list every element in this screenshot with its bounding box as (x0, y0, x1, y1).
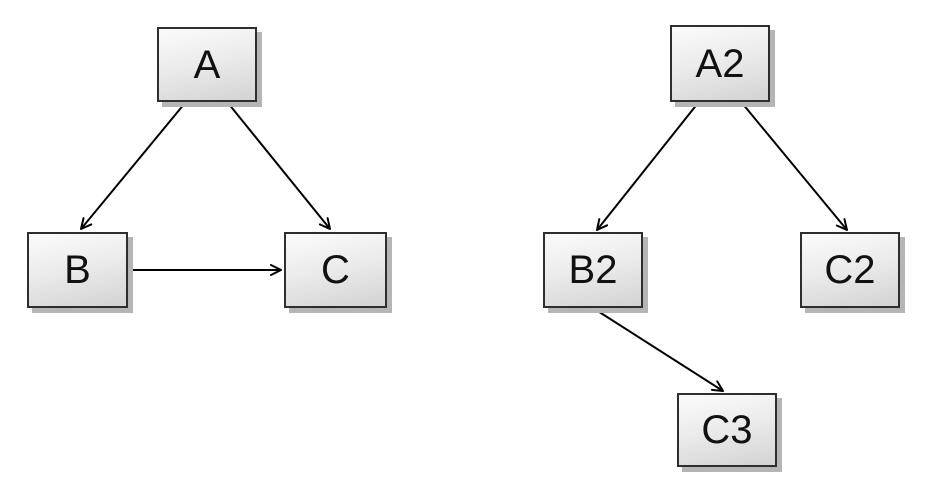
node-A2[interactable]: A2 (670, 25, 770, 102)
edge-A2-to-C2[interactable] (741, 102, 848, 231)
node-C3[interactable]: C3 (677, 393, 777, 467)
edge-A-to-C[interactable] (227, 102, 331, 230)
node-B[interactable]: B (27, 232, 128, 308)
node-label: C3 (701, 408, 753, 452)
node-label: A (193, 42, 221, 87)
edge-A-to-B[interactable] (80, 102, 186, 230)
node-label: B (64, 248, 91, 292)
node-B2[interactable]: B2 (543, 232, 643, 308)
node-C[interactable]: C (284, 232, 387, 308)
node-A[interactable]: A (157, 27, 257, 102)
node-label: C2 (824, 248, 876, 292)
node-C2[interactable]: C2 (800, 232, 900, 308)
edge-B2-to-C3[interactable] (592, 307, 724, 392)
edge-A2-to-B2[interactable] (596, 102, 699, 231)
node-label: B2 (568, 248, 618, 292)
node-label: A2 (695, 41, 745, 86)
node-label: C (321, 248, 350, 292)
